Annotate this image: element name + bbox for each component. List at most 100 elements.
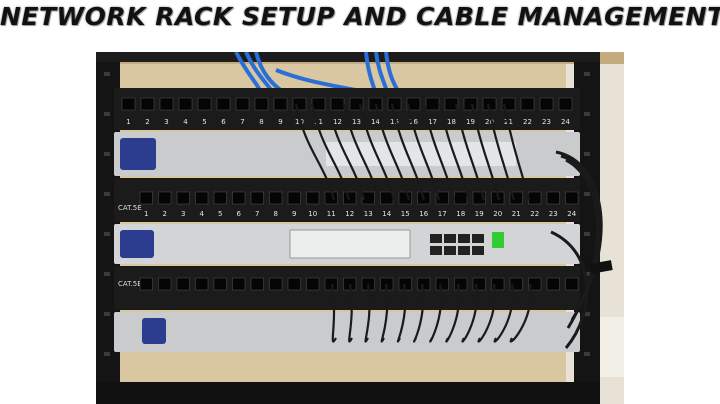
patch-port [176, 191, 190, 205]
patch-port [368, 97, 383, 111]
port-number: 8 [259, 118, 263, 126]
patch-port [454, 191, 468, 205]
port-number: 14 [382, 210, 391, 218]
port-number: 20 [485, 118, 494, 126]
patch-port [292, 97, 307, 111]
patch-port [254, 97, 269, 111]
patch-port [343, 191, 357, 205]
black-patch-cables [294, 103, 532, 343]
patch-cable [461, 283, 479, 343]
patch-port [139, 191, 153, 205]
switch-logo [142, 318, 166, 344]
port-number: 22 [523, 118, 532, 126]
patch-cable [486, 103, 516, 201]
patch-cable [445, 283, 461, 343]
patch-cable [429, 283, 443, 343]
patch-port [491, 277, 505, 291]
patch-port [520, 97, 535, 111]
patch-cable [477, 283, 496, 343]
port-number: 9 [292, 210, 296, 218]
patch-port [232, 277, 246, 291]
port-number: 16 [419, 210, 428, 218]
port-number: 19 [475, 210, 484, 218]
patch-port [463, 97, 478, 111]
patch-port [235, 97, 250, 111]
port-number: 6 [221, 118, 226, 126]
port-number: 6 [237, 210, 242, 218]
port-number: 14 [371, 118, 380, 126]
port-number: 9 [278, 118, 282, 126]
port-number: 4 [200, 210, 205, 218]
patch-cable [454, 103, 486, 201]
patch-port [454, 277, 468, 291]
patch-port [528, 191, 542, 205]
port-number: 17 [428, 118, 437, 126]
patch-port [159, 97, 174, 111]
port-number: 1 [144, 210, 148, 218]
patch-port [250, 191, 264, 205]
patch-cable [374, 103, 411, 201]
port-number: 15 [401, 210, 410, 218]
patch-port [398, 191, 412, 205]
patch-port [232, 191, 246, 205]
patch-cable [493, 283, 514, 343]
patch-port [197, 97, 212, 111]
patch-cable [364, 283, 371, 343]
switch-bottom [114, 312, 580, 352]
patch-port [216, 97, 231, 111]
switch-logo [120, 230, 154, 258]
port-number: 13 [364, 210, 373, 218]
patch-port [121, 97, 136, 111]
port-number: 18 [456, 210, 465, 218]
switch-middle [114, 224, 580, 264]
port-number: 5 [202, 118, 206, 126]
patch-port [546, 191, 560, 205]
port-number: 13 [352, 118, 361, 126]
patch-port [178, 97, 193, 111]
patch-port [472, 277, 486, 291]
patch-cable [342, 103, 381, 201]
patch-cable [413, 283, 425, 343]
port-number: 15 [390, 118, 399, 126]
port-number: 3 [181, 210, 185, 218]
port-number: 21 [512, 210, 521, 218]
port-number: 7 [240, 118, 244, 126]
patch-cable [326, 103, 366, 201]
patch-cable [358, 103, 396, 201]
panel-tag-low: CAT.5E [118, 280, 142, 288]
patch-port [213, 191, 227, 205]
patch-port [306, 191, 320, 205]
switch-top [114, 132, 580, 176]
port-number: 18 [447, 118, 456, 126]
port-number: 8 [274, 210, 278, 218]
panel-tag-mid: CAT.5E [118, 204, 142, 212]
port-number: 2 [163, 210, 167, 218]
patch-cable [509, 283, 532, 343]
patch-cable [294, 103, 336, 201]
patch-cable [310, 103, 351, 201]
port-number: 4 [183, 118, 188, 126]
port-number: 23 [542, 118, 551, 126]
patch-port [250, 277, 264, 291]
patch-port [435, 191, 449, 205]
page-title: NETWORK RACK SETUP AND CABLE MANAGEMENT [0, 2, 720, 31]
patch-port [195, 191, 209, 205]
patch-port [558, 97, 573, 111]
patch-port [330, 97, 345, 111]
port-number: 2 [145, 118, 149, 126]
patch-port [140, 97, 155, 111]
patch-port [158, 277, 172, 291]
patch-port [565, 277, 579, 291]
port-number: 11 [327, 210, 336, 218]
patch-cable [502, 103, 531, 201]
patch-port [158, 191, 172, 205]
patch-cable [390, 103, 426, 201]
port-number: 11 [314, 118, 323, 126]
patch-port [565, 191, 579, 205]
patch-cable [438, 103, 471, 201]
patch-port [306, 277, 320, 291]
